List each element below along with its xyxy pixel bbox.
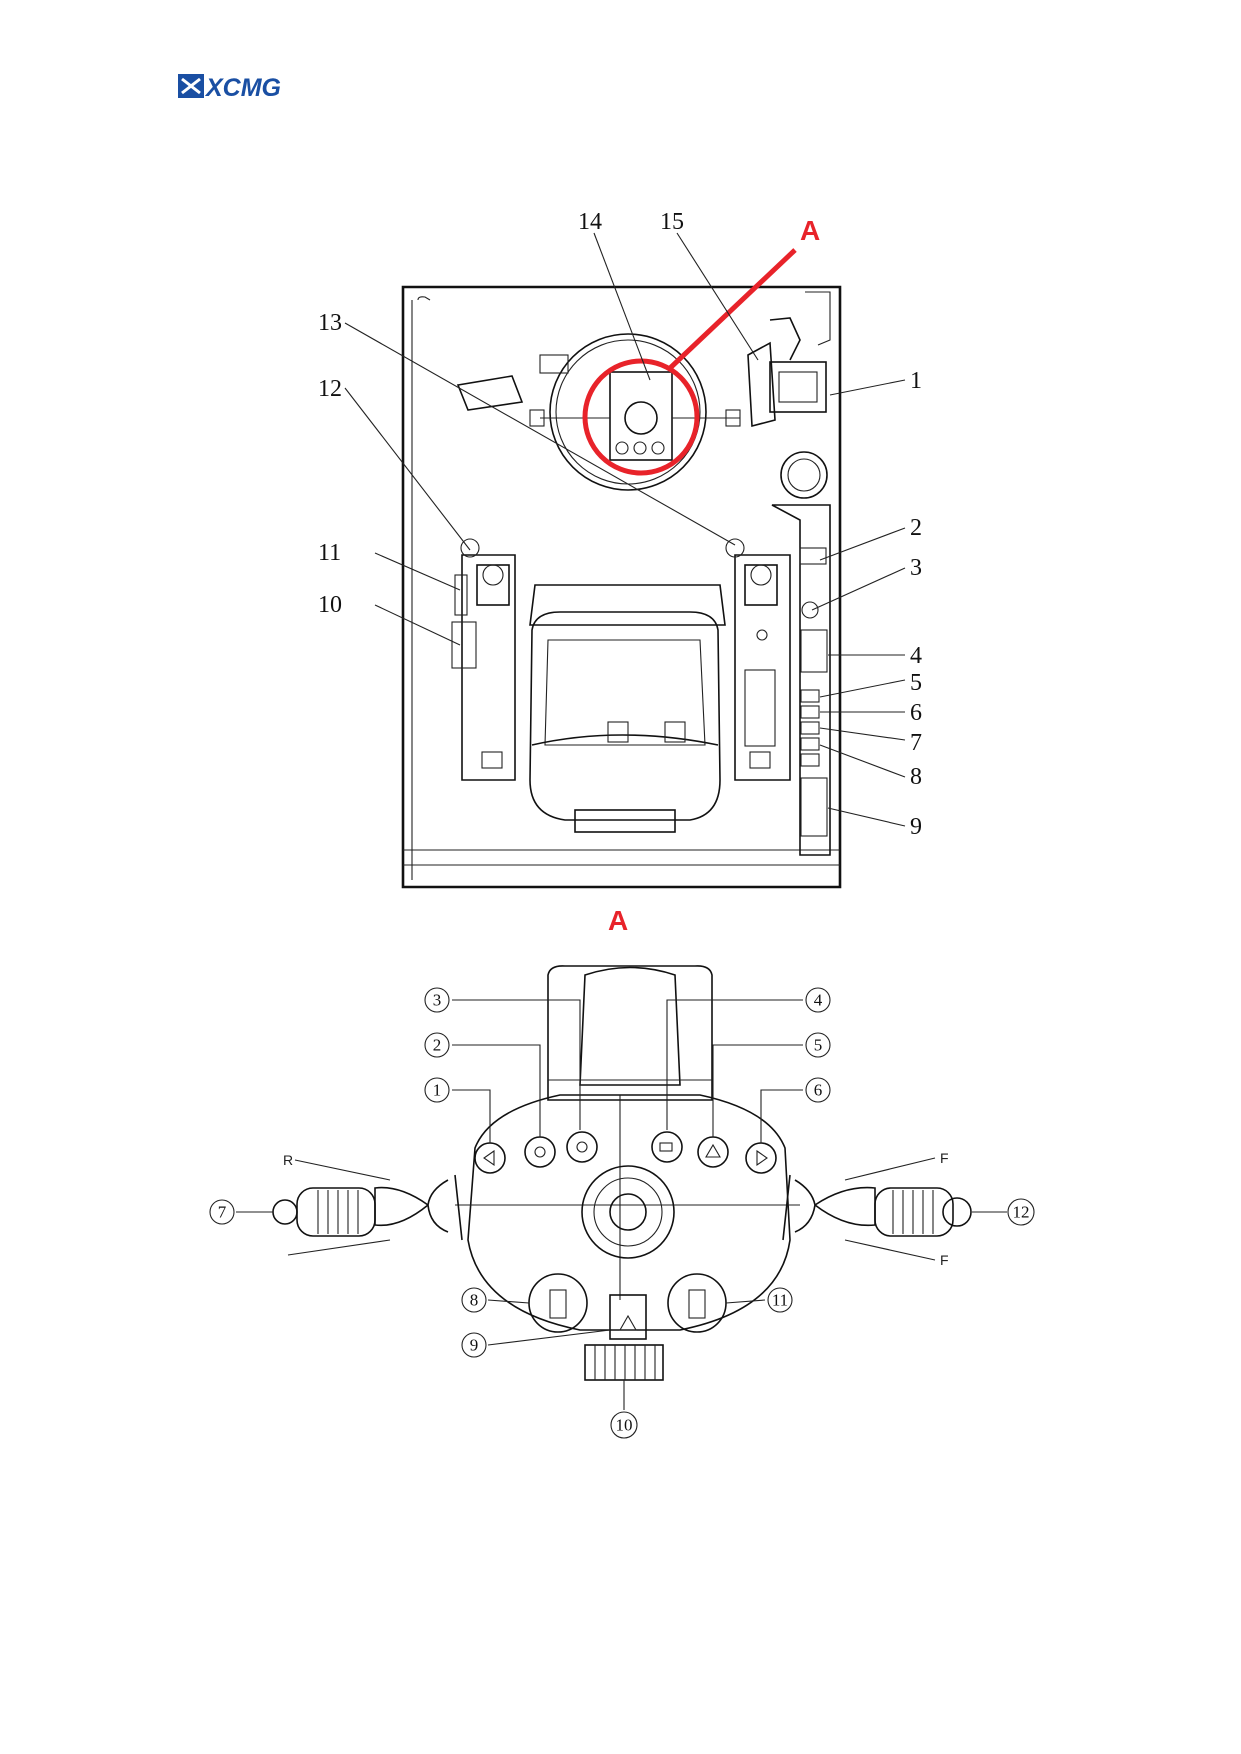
- top-callout-7: 7: [910, 730, 922, 756]
- svg-text:3: 3: [433, 991, 442, 1010]
- svg-text:11: 11: [772, 1291, 788, 1310]
- top-callout-15: 15: [660, 209, 684, 235]
- top-callout-1: 1: [910, 368, 922, 394]
- left-stalk[interactable]: [272, 1174, 463, 1241]
- detail-callout-12: 12: [1007, 1198, 1035, 1226]
- detail-callout-8: 8: [461, 1287, 487, 1313]
- top-callout-9: 9: [910, 814, 922, 840]
- svg-text:6: 6: [814, 1081, 823, 1100]
- brand-name: XCMG: [204, 74, 281, 100]
- detail-a-highlight: [582, 358, 700, 476]
- svg-text:2: 2: [433, 1036, 442, 1055]
- top-callout-12: 12: [318, 376, 342, 402]
- svg-text:10: 10: [616, 1416, 633, 1435]
- svg-text:9: 9: [470, 1336, 479, 1355]
- right-rotary-switch[interactable]: [667, 1273, 727, 1333]
- detail-callout-5: 5: [805, 1032, 831, 1058]
- svg-text:8: 8: [470, 1291, 479, 1310]
- detail-callout-3: 3: [424, 987, 450, 1013]
- thumb-wheel[interactable]: [584, 1344, 664, 1381]
- right-turn-button[interactable]: [745, 1142, 777, 1174]
- top-callout-6: 6: [910, 700, 922, 726]
- stalk-mark-forward-top: F: [940, 1150, 949, 1166]
- stalk-mark-reverse: R: [283, 1152, 293, 1168]
- steering-hub: [581, 1165, 675, 1259]
- top-callout-8: 8: [910, 764, 922, 790]
- detail-callout-10: 10: [610, 1411, 638, 1439]
- xcmg-logo: XCMG: [178, 74, 281, 100]
- left-rotary-switch[interactable]: [528, 1273, 588, 1333]
- stalk-mark-forward-bottom: F: [940, 1252, 949, 1268]
- top-callout-2: 2: [910, 515, 922, 541]
- top-callout-14: 14: [578, 209, 602, 235]
- svg-text:7: 7: [218, 1203, 227, 1222]
- top-callout-4: 4: [910, 643, 922, 669]
- detail-a-title: A: [608, 905, 628, 936]
- lamp-button[interactable]: [651, 1131, 683, 1163]
- svg-text:5: 5: [814, 1036, 823, 1055]
- detail-callout-11: 11: [767, 1287, 793, 1313]
- svg-text:1: 1: [433, 1081, 442, 1100]
- cab-top-view: A: [318, 209, 922, 889]
- detail-a-control-panel: A: [209, 905, 1035, 1439]
- detail-callout-6: 6: [805, 1077, 831, 1103]
- detail-callout-9: 9: [461, 1332, 487, 1358]
- detail-callout-1: 1: [424, 1077, 450, 1103]
- right-stalk[interactable]: [782, 1174, 972, 1241]
- detail-a-marker: A: [800, 215, 820, 246]
- detail-callout-2: 2: [424, 1032, 450, 1058]
- svg-text:12: 12: [1013, 1203, 1030, 1222]
- horn-button[interactable]: [524, 1136, 556, 1168]
- top-callout-13: 13: [318, 310, 342, 336]
- hazard-button[interactable]: [566, 1131, 598, 1163]
- center-toggle-switch[interactable]: [609, 1294, 647, 1340]
- top-callout-3: 3: [910, 555, 922, 581]
- left-turn-button[interactable]: [474, 1142, 506, 1174]
- detail-a-pointer: [666, 248, 797, 372]
- top-callout-10: 10: [318, 592, 342, 618]
- detail-callout-4: 4: [805, 987, 831, 1013]
- top-callout-11: 11: [318, 540, 341, 566]
- svg-text:4: 4: [814, 991, 823, 1010]
- detail-callout-7: 7: [209, 1199, 235, 1225]
- wiper-button[interactable]: [697, 1136, 729, 1168]
- top-callout-5: 5: [910, 670, 922, 696]
